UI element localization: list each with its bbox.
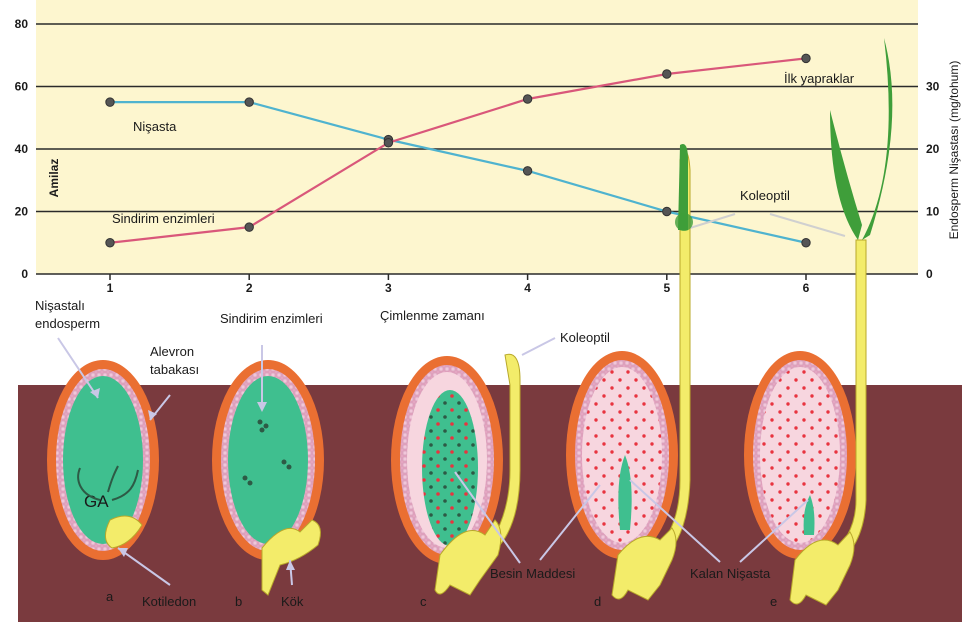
starch-core xyxy=(422,390,478,546)
stage-a: a xyxy=(106,589,114,604)
x-tick-label: 3 xyxy=(385,281,392,295)
label-sindirim-mid: Sindirim enzimleri xyxy=(220,311,323,326)
label-alevron: Alevron xyxy=(150,344,194,359)
series-label-sindirim: Sindirim enzimleri xyxy=(112,211,215,226)
y-tick-label: 60 xyxy=(15,80,29,94)
stage-b: b xyxy=(235,594,242,609)
y-axis-left-label: Amilaz xyxy=(47,159,61,198)
x-tick-label: 6 xyxy=(803,281,810,295)
endosperm xyxy=(228,376,308,544)
label-kok: Kök xyxy=(281,594,304,609)
label-koleoptil-mid: Koleoptil xyxy=(560,330,610,345)
y-right-tick-label: 20 xyxy=(926,142,940,156)
x-tick-label: 5 xyxy=(663,281,670,295)
label-besin: Besin Maddesi xyxy=(490,566,575,581)
label-koleoptil-top: Koleoptil xyxy=(740,188,790,203)
x-tick-label: 4 xyxy=(524,281,531,295)
series-point-1 xyxy=(523,95,531,103)
seed-a: GA xyxy=(47,360,159,560)
endosperm xyxy=(760,367,840,543)
y-tick-label: 80 xyxy=(15,17,29,31)
y-axis-right-label: Endosperm Nişastası (mg/tohum) xyxy=(947,61,961,240)
label-ilk-yapraklar: İlk yapraklar xyxy=(784,71,855,86)
y-tick-label: 40 xyxy=(15,142,29,156)
label-kalan: Kalan Nişasta xyxy=(690,566,771,581)
label-nisastali: Nişastalı xyxy=(35,298,85,313)
series-point-1 xyxy=(106,239,114,247)
series-point-0 xyxy=(245,98,253,106)
stage-d: d xyxy=(594,594,601,609)
y-tick-label: 20 xyxy=(15,205,29,219)
y-tick-label: 0 xyxy=(21,267,28,281)
stage-e: e xyxy=(770,594,777,609)
series-point-0 xyxy=(663,207,671,215)
label-endosperm: endosperm xyxy=(35,316,100,331)
label-cimlenme: Çimlenme zamanı xyxy=(380,308,485,323)
series-point-0 xyxy=(106,98,114,106)
series-point-1 xyxy=(802,54,810,62)
y-right-tick-label: 10 xyxy=(926,205,940,219)
y-right-tick-label: 30 xyxy=(926,80,940,94)
label-tabakasi: tabakası xyxy=(150,362,199,377)
coleoptile-tip xyxy=(675,213,693,231)
series-point-0 xyxy=(523,167,531,175)
series-point-1 xyxy=(663,70,671,78)
series-label-nisasta: Nişasta xyxy=(133,119,177,134)
chart-background xyxy=(36,0,918,274)
series-point-1 xyxy=(245,223,253,231)
series-point-0 xyxy=(802,239,810,247)
x-tick-label: 2 xyxy=(246,281,253,295)
y-right-tick-label: 0 xyxy=(926,267,933,281)
stage-c: c xyxy=(420,594,427,609)
label-kotiledon: Kotiledon xyxy=(142,594,196,609)
series-point-1 xyxy=(384,139,392,147)
x-tick-label: 1 xyxy=(107,281,114,295)
